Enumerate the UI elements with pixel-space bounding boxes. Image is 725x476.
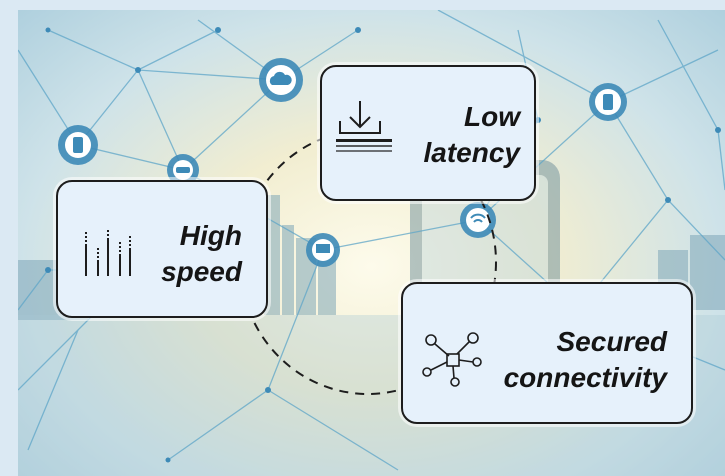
low-latency-label: Low latency (424, 99, 521, 171)
hero-image: High speed Low latency (18, 10, 725, 476)
network-nodes (45, 27, 721, 463)
low-latency-card: Low latency (320, 65, 536, 201)
secured-connectivity-line2: connectivity (503, 362, 667, 393)
network-nodes-icon (422, 332, 482, 387)
high-speed-line2: speed (161, 256, 242, 287)
low-latency-line1: Low (464, 101, 520, 132)
secured-connectivity-card: Secured connectivity (401, 282, 693, 424)
high-speed-line1: High (179, 220, 242, 251)
phone-node-icon (58, 125, 98, 165)
cloud-node-icon (259, 58, 303, 102)
secured-connectivity-line1: Secured (556, 326, 668, 357)
high-speed-card: High speed (56, 180, 268, 318)
wifi-node-icon (460, 202, 496, 238)
high-speed-label: High speed (161, 218, 242, 290)
router-node-icon (167, 154, 199, 186)
low-latency-line2: latency (423, 137, 521, 168)
laptop-node-icon (306, 233, 340, 267)
download-icon (336, 101, 392, 152)
secured-connectivity-label: Secured connectivity (504, 324, 667, 396)
signal-bars-icon (85, 230, 131, 276)
tablet-node-icon (589, 83, 627, 121)
